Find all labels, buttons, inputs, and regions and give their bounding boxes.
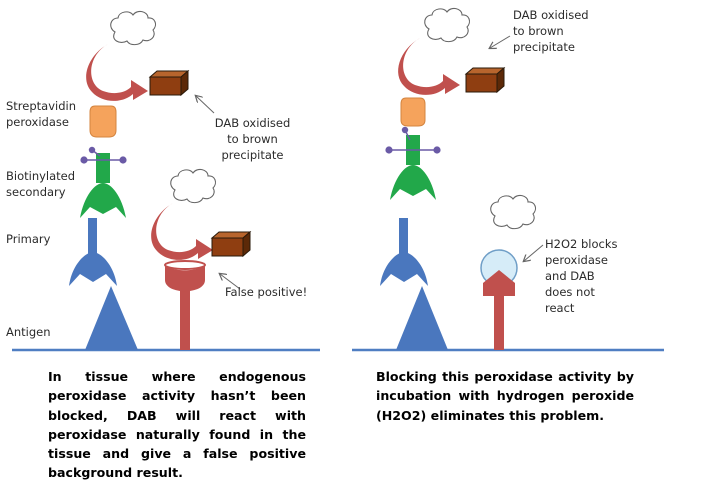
h2o2-pointer-arrow [524, 244, 544, 261]
curved-arrow-icon [398, 38, 460, 95]
left-antigen-triangle [85, 286, 138, 350]
curved-arrow-icon [86, 44, 148, 101]
right-blocked-peroxidase [480, 249, 518, 350]
left-panel [12, 10, 320, 352]
cloud-icon [424, 7, 471, 43]
false-positive-pointer-arrow [220, 274, 241, 290]
brown-precipitate-box-icon [148, 69, 190, 97]
right-streptavidin-peroxidase [400, 97, 426, 127]
label-false-positive: False positive! [225, 285, 308, 299]
label-right-dab-oxidised: DAB oxidised to brown precipitate [513, 8, 589, 54]
left-dab-pointer-arrow [196, 96, 215, 114]
label-left-dab-oxidised: DAB oxidised to brown precipitate [214, 116, 291, 162]
brown-precipitate-box-icon [210, 230, 252, 258]
right-caption: Blocking this peroxidase activity by inc… [376, 369, 634, 423]
left-primary-antibody [69, 218, 117, 286]
cloud-icon [490, 194, 537, 230]
cloud-icon [170, 168, 217, 204]
left-streptavidin-peroxidase [89, 105, 117, 138]
right-antigen-triangle [396, 286, 448, 350]
left-endogenous-peroxidase [164, 260, 206, 350]
curved-arrow-icon [151, 203, 213, 260]
label-streptavidin-peroxidase: Streptavidin peroxidase [6, 99, 76, 129]
label-antigen: Antigen [6, 325, 51, 339]
label-biotinylated-secondary: Biotinylated secondary [6, 169, 76, 199]
label-h2o2-blocks: H2O2 blocks peroxidase and DAB does not … [545, 237, 618, 315]
right-primary-antibody [380, 218, 428, 286]
left-biotinylated-secondary [80, 146, 127, 218]
label-primary: Primary [6, 232, 51, 246]
right-biotinylated-secondary [385, 126, 441, 200]
right-dab-pointer-arrow [490, 35, 511, 48]
brown-precipitate-box-icon [464, 66, 506, 94]
right-panel [352, 7, 664, 352]
cloud-icon [110, 10, 157, 46]
left-caption: In tissue where endogenous peroxidase ac… [48, 369, 306, 481]
